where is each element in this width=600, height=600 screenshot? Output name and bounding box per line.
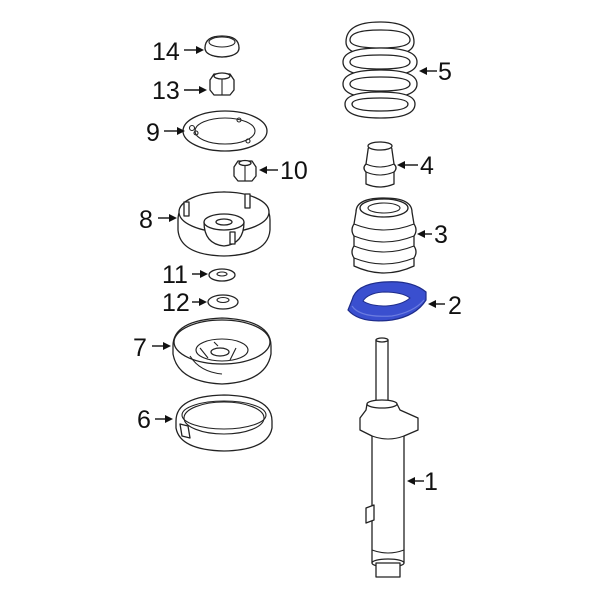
part-5-coil-spring[interactable]	[342, 21, 418, 119]
part-14-cap[interactable]	[204, 35, 240, 58]
callout-10: 10	[259, 157, 308, 185]
callout-7: 7	[133, 334, 171, 362]
part-9-plate[interactable]	[182, 110, 268, 152]
callout-2-label: 2	[448, 292, 462, 320]
callout-8: 8	[139, 206, 177, 234]
callout-3: 3	[417, 221, 448, 249]
part-7-spring-seat[interactable]	[172, 317, 272, 385]
callout-12: 12	[162, 289, 207, 317]
callout-12-label: 12	[162, 289, 190, 317]
callout-5-label: 5	[438, 58, 452, 86]
callout-9: 9	[146, 119, 185, 147]
callout-14-label: 14	[152, 38, 180, 66]
callout-2: 2	[428, 292, 462, 320]
callout-6: 6	[137, 406, 173, 434]
callout-13: 13	[152, 77, 207, 105]
part-8-strut-mount[interactable]	[177, 191, 271, 257]
callout-8-label: 8	[139, 206, 153, 234]
callout-1-label: 1	[424, 468, 438, 496]
callout-1: 1	[407, 468, 438, 496]
part-6-isolator[interactable]	[175, 394, 273, 452]
callout-9-label: 9	[146, 119, 160, 147]
part-4-bump-stop[interactable]	[363, 141, 397, 188]
callout-3-label: 3	[434, 221, 448, 249]
part-12-washer[interactable]	[207, 294, 239, 310]
callout-7-label: 7	[133, 334, 147, 362]
part-1-strut-assembly[interactable]	[359, 337, 419, 578]
part-2-spring-pad[interactable]	[347, 281, 427, 322]
callout-11-label: 11	[162, 261, 188, 289]
callout-14: 14	[152, 38, 204, 66]
callout-13-label: 13	[152, 77, 180, 105]
callout-5: 5	[419, 58, 452, 86]
part-11-washer[interactable]	[208, 268, 236, 282]
part-13-nut[interactable]	[209, 72, 235, 96]
callout-4-label: 4	[420, 152, 434, 180]
part-3-dust-boot[interactable]	[351, 197, 417, 274]
callout-4: 4	[397, 152, 434, 180]
callout-10-label: 10	[280, 157, 308, 185]
part-10-nut[interactable]	[233, 159, 257, 182]
callout-6-label: 6	[137, 406, 151, 434]
callout-11: 11	[162, 261, 208, 289]
